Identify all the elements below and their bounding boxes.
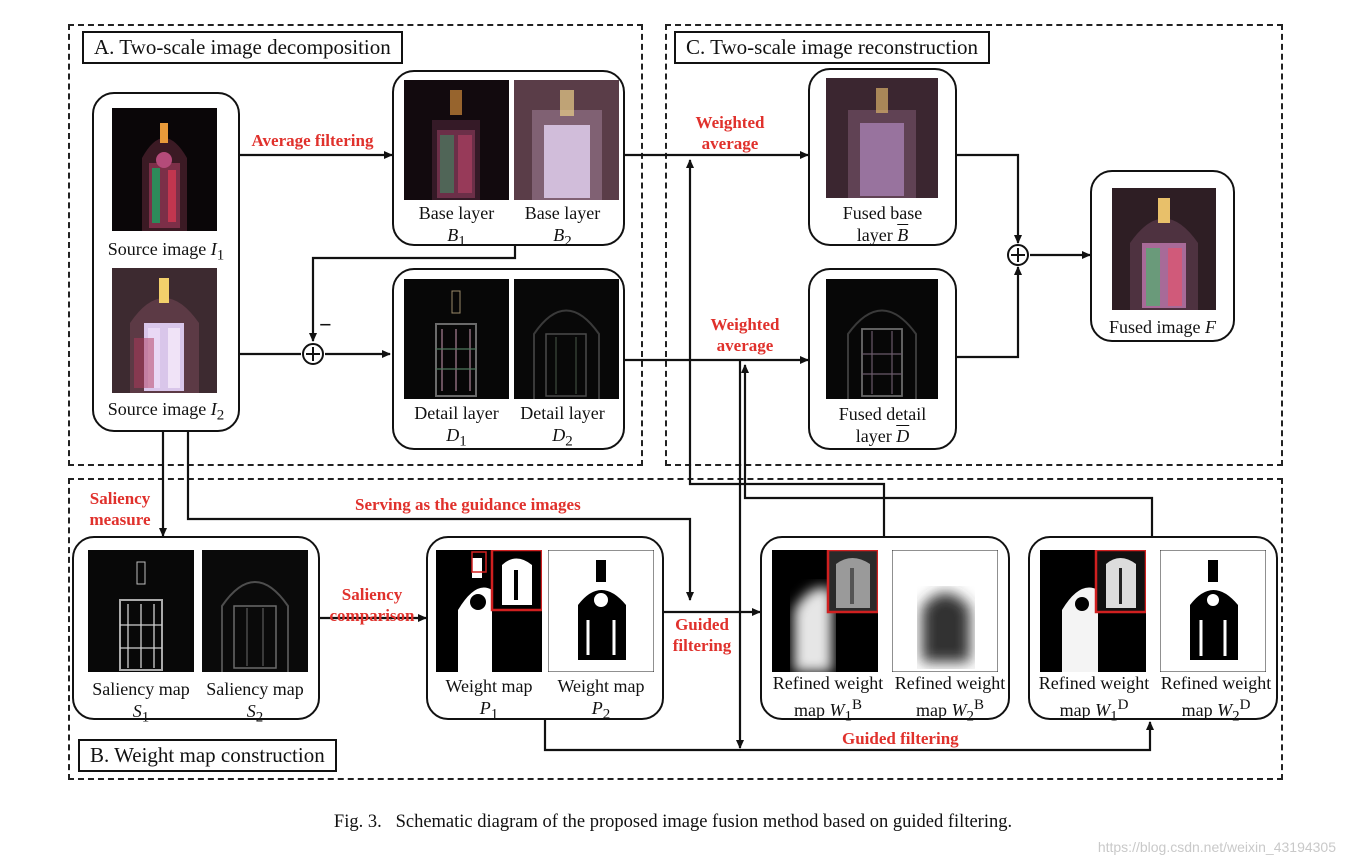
watermark: https://blog.csdn.net/weixin_43194305 [1097,839,1336,855]
section-b-title: B. Weight map construction [78,739,337,772]
refined-weight-b2-image [892,550,998,672]
saliency-measure-label: Saliency measure [89,489,151,529]
source-image-2-caption: Source image I2 [107,399,225,424]
weight-map-1-image [436,550,542,672]
base-layer-1-image [404,80,509,200]
fused-base-image [826,78,938,198]
section-c-title: C. Two-scale image reconstruction [674,31,991,64]
sum-node-2 [1007,244,1029,266]
refined-weight-b1-image [772,550,878,672]
section-c-frame [665,24,1283,466]
section-a-frame [68,24,643,466]
guided-filtering-bottom-label: Guided filtering [842,729,959,748]
average-filtering-label: Average filtering [251,131,374,150]
serving-guidance-label: Serving as the guidance images [355,495,581,514]
detail-layer-2-image [514,279,619,399]
source-image-1 [112,108,217,231]
weighted-average-bottom-label: Weighted average [710,315,780,355]
saliency-comparison-label: Saliency comparison [329,585,415,625]
sum-node-1 [302,343,324,365]
section-b-frame [68,478,1283,780]
guided-filtering-mid-label: Guided filtering [672,615,732,655]
weighted-average-top-label: Weighted average [695,113,765,153]
base-layer-2-image [514,80,619,200]
fused-image [1112,188,1216,310]
weight-map-2-image [548,550,654,672]
refined-weight-d2-image [1160,550,1266,672]
fused-image-caption: Fused image F [1109,317,1216,337]
saliency-map-1-image [88,550,194,672]
figure-caption: Fig. 3. Schematic diagram of the propose… [333,812,1013,832]
refined-weight-d1-image [1040,550,1146,672]
detail-layer-1-image [404,279,509,399]
minus-sign: − [319,312,332,337]
section-a-title: A. Two-scale image decomposition [82,31,403,64]
fused-detail-image [826,279,938,399]
saliency-map-2-image [202,550,308,672]
source-image-1-caption: Source image I1 [107,239,225,264]
source-image-2 [112,268,217,393]
